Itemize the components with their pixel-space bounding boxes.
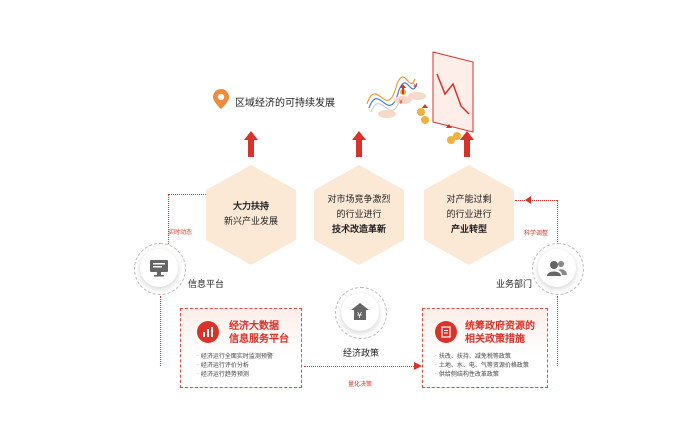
hex-line: 技术改造革新 (331, 224, 386, 235)
list-item: 经济运行全面实时监测预警 (197, 352, 273, 361)
economic-policy-label: 经济政策 (343, 349, 380, 359)
label-realtime: 实时动态 (168, 229, 193, 236)
hex-industry-transformation: 对产能过剩 的行业进行 产业转型 (424, 165, 514, 265)
connector-line (557, 296, 558, 366)
arrow-right-icon (414, 362, 422, 370)
hex-line: 大力扶持 (232, 202, 269, 212)
document-icon (435, 321, 457, 343)
headline: 区域经济的可持续发展 (235, 98, 335, 109)
node-ring (532, 243, 584, 295)
hex-tech-renovation: 对市场竞争激烈 的行业进行 技术改造革新 (314, 165, 404, 265)
arrow-left-icon (525, 196, 531, 204)
location-pin-icon (212, 88, 230, 110)
list-item: 供给侧结构性改革政策 (435, 370, 529, 379)
card-title: 相关政策措施 (465, 334, 525, 345)
card-policy-measures: 统筹政府资源的 相关政策措施 扶改、扶持、减免税等政策 土地、水、电、气等资源价… (422, 308, 548, 388)
list-item: 土地、水、电、气等资源价格政策 (435, 361, 529, 370)
info-platform-label: 信息平台 (188, 280, 225, 290)
svg-text:¥: ¥ (413, 82, 418, 90)
connector-line (557, 200, 558, 244)
card-big-data-platform: 经济大数据 信息服务平台 经济运行全面实时监测预警 经济运行评价分析 经济运行趋… (180, 308, 302, 388)
hex-line: 产业转型 (450, 224, 487, 235)
hex-line: 对市场竞争激烈 (327, 194, 391, 205)
list-item: 经济运行趋势预测 (197, 370, 273, 379)
list-item: 经济运行评价分析 (197, 361, 273, 370)
hex-line: 的行业进行 (446, 209, 492, 220)
connector-line (304, 366, 416, 367)
card-title: 信息服务平台 (229, 334, 289, 345)
svg-text:¥: ¥ (399, 99, 403, 106)
economic-policy-node: ¥ (341, 293, 379, 331)
connector-line (160, 296, 161, 366)
growth-illustration: ¥ ¥ (365, 44, 480, 144)
label-scientific-adjust: 科学调整 (524, 230, 549, 237)
node-ring (335, 287, 387, 339)
business-dept-node (538, 249, 576, 287)
info-platform-node (140, 249, 178, 287)
card-title: 经济大数据 (229, 321, 279, 332)
hex-line: 的行业进行 (336, 209, 382, 220)
card-title: 统筹政府资源的 (465, 321, 535, 332)
house-yuan-icon: ¥ (351, 303, 369, 320)
hex-line: 新兴产业发展 (223, 217, 278, 227)
node-ring (134, 243, 186, 295)
label-quantified-decision: 量化决策 (348, 381, 373, 388)
connector-line (515, 200, 557, 201)
arrow-up-icon (460, 131, 474, 157)
connector-line (168, 194, 206, 195)
users-icon (547, 261, 567, 276)
connector-line (168, 194, 169, 244)
hex-line: 对产能过剩 (446, 194, 492, 205)
monitor-icon (150, 260, 168, 277)
business-dept-label: 业务部门 (496, 280, 533, 290)
chart-bar-icon (197, 321, 219, 343)
arrow-up-icon (352, 131, 366, 157)
arrow-up-icon (244, 131, 258, 157)
hex-emerging-industries: 大力扶持 新兴产业发展 (206, 165, 296, 265)
list-item: 扶改、扶持、减免税等政策 (435, 352, 529, 361)
svg-text:¥: ¥ (357, 311, 362, 320)
